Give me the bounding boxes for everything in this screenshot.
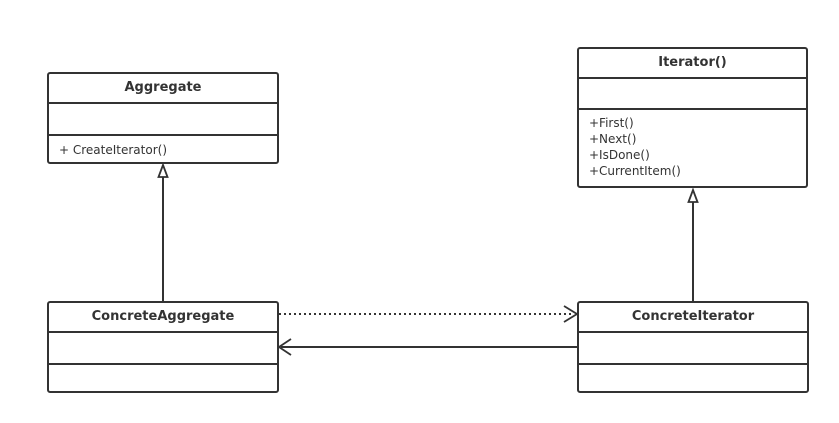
class-concrete-iterator[interactable]: ConcreteIterator [577, 301, 809, 393]
generalization-arrowhead-iterator [687, 187, 699, 203]
class-concrete-aggregate-attributes [49, 333, 277, 365]
operation-create-iterator: + CreateIterator() [59, 143, 167, 157]
class-concrete-aggregate-name: ConcreteAggregate [49, 303, 277, 333]
operation-current-item: +CurrentItem() [589, 164, 681, 178]
class-concrete-aggregate[interactable]: ConcreteAggregate [47, 301, 279, 393]
class-aggregate-operations: + CreateIterator() [49, 136, 277, 158]
class-iterator[interactable]: Iterator() +First() +Next() +IsDone() +C… [577, 47, 808, 188]
operation-is-done: +IsDone() [589, 148, 650, 162]
operation-next: +Next() [589, 132, 637, 146]
association-arrowhead [277, 338, 292, 356]
class-aggregate-name: Aggregate [49, 74, 277, 104]
class-iterator-name: Iterator() [579, 49, 806, 79]
class-concrete-iterator-name: ConcreteIterator [579, 303, 807, 333]
class-iterator-attributes [579, 79, 806, 110]
operation-first: +First() [589, 116, 634, 130]
generalization-arrowhead-aggregate [157, 162, 169, 178]
class-aggregate-attributes [49, 104, 277, 136]
class-concrete-iterator-attributes [579, 333, 807, 365]
class-aggregate[interactable]: Aggregate + CreateIterator() [47, 72, 279, 164]
class-iterator-operations: +First() +Next() +IsDone() +CurrentItem(… [579, 110, 806, 179]
